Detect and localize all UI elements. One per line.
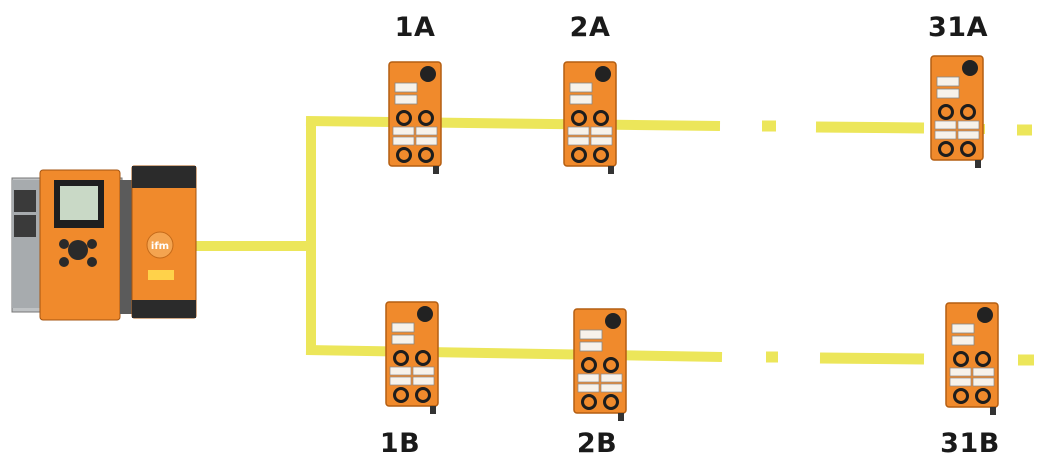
controller-brand-logo: ifm	[151, 241, 169, 252]
bottom-bus-dash-2	[819, 352, 925, 365]
module-1a	[387, 60, 443, 176]
module-2a	[562, 60, 618, 176]
module-31a	[929, 54, 985, 170]
label-2a: 2A	[569, 12, 611, 43]
label-1b: 1B	[379, 428, 421, 459]
as-i-controller: ifm	[11, 165, 197, 321]
module-1b	[384, 300, 440, 416]
label-2b: 2B	[576, 428, 618, 459]
module-31b	[944, 301, 1000, 417]
top-bus-line	[305, 116, 721, 131]
label-31b: 31B	[940, 428, 1000, 459]
module-2b	[572, 307, 628, 423]
top-bus-dash-2	[815, 121, 925, 134]
bottom-bus-line	[305, 345, 723, 362]
label-31a: 31A	[928, 12, 988, 43]
label-1a: 1A	[394, 12, 436, 43]
